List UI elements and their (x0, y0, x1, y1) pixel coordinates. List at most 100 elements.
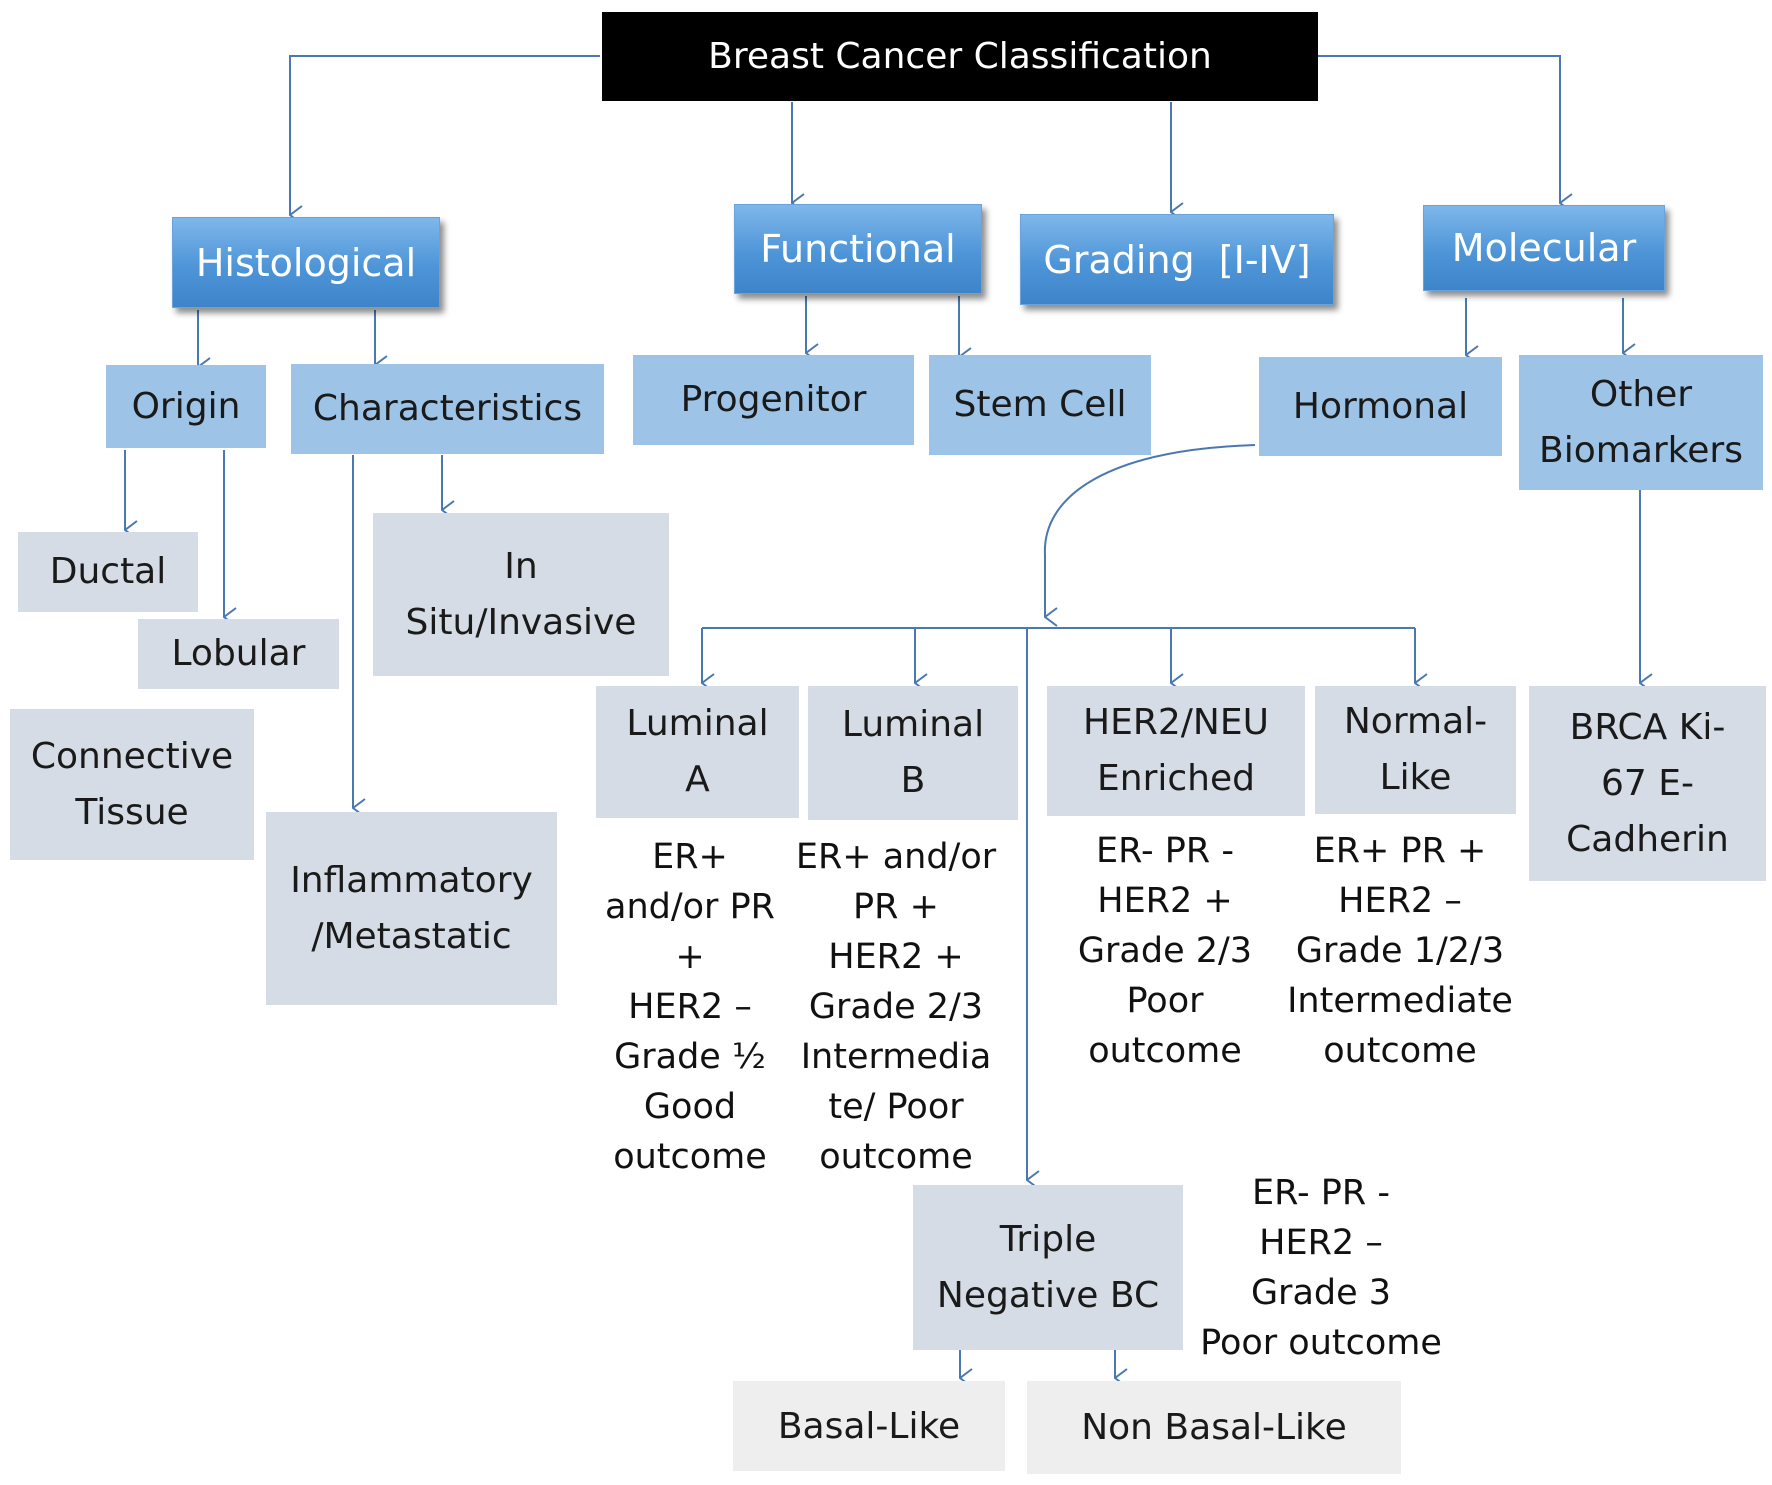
connector-hormonal-curve (1043, 444, 1256, 617)
category-functional-label: Functional (760, 227, 956, 271)
note-normal-like-line: ER+ PR + (1313, 831, 1487, 871)
box-normal-like: Normal- Like (1315, 686, 1516, 814)
lobular-label: Lobular (171, 633, 306, 674)
note-luminal-a-line: outcome (613, 1137, 767, 1177)
note-luminal-a-line: Good (643, 1087, 737, 1127)
brca-biomarkers-label: BRCA Ki- 67 E- Cadherin (1566, 700, 1729, 868)
category-grading: Grading [I-IV] (1020, 214, 1334, 305)
stem-cell-label: Stem Cell (953, 384, 1127, 425)
note-normal-like-line: Intermediate (1287, 981, 1513, 1021)
other-biomarkers-label: Other Biomarkers (1539, 367, 1743, 479)
note-normal-like-line: Grade 1/2/3 (1295, 931, 1505, 971)
box-luminal-b: Luminal B (808, 686, 1018, 820)
box-her2-neu: HER2/NEU Enriched (1047, 686, 1305, 816)
box-non-basal-like: Non Basal-Like (1027, 1381, 1401, 1474)
luminal-a-line-1: Luminal (626, 703, 769, 744)
luminal-a-line-2: A (685, 759, 710, 800)
brca-line-2: 67 E- (1600, 762, 1694, 804)
category-molecular: Molecular (1423, 205, 1665, 291)
box-connective-tissue: Connective Tissue (10, 709, 254, 860)
note-triple-negative-line: ER- PR - (1252, 1173, 1390, 1213)
diagram-title-text: Breast Cancer Classification (708, 36, 1212, 77)
note-her2-neu-line: outcome (1088, 1031, 1242, 1071)
normal-like-line-1: Normal- (1343, 701, 1488, 742)
box-origin: Origin (106, 365, 266, 448)
progenitor-label: Progenitor (680, 379, 867, 420)
other-biomarkers-line-1: Other (1589, 373, 1693, 415)
ductal-label: Ductal (49, 551, 167, 592)
connector-title-histological (289, 55, 600, 215)
note-luminal-b-line: outcome (819, 1137, 973, 1177)
note-normal-like-line: HER2 – (1338, 881, 1462, 921)
note-luminal-b: ER+ and/or PR + HER2 + Grade 2/3 Interme… (792, 832, 1000, 1182)
hormonal-label: Hormonal (1292, 385, 1469, 427)
note-luminal-b-line: Grade 2/3 (808, 987, 984, 1027)
box-inflammatory-metastatic: Inflammatory /Metastatic (266, 812, 557, 1005)
box-luminal-a: Luminal A (596, 686, 799, 818)
note-luminal-a-line: ER+ (652, 837, 728, 877)
category-histological-label: Histological (195, 240, 417, 285)
note-luminal-b-line: te/ Poor (828, 1087, 964, 1127)
box-progenitor: Progenitor (633, 355, 914, 445)
brca-line-1: BRCA Ki- (1569, 706, 1726, 748)
box-other-biomarkers: Other Biomarkers (1519, 355, 1763, 490)
note-triple-negative-line: Grade 3 (1250, 1273, 1392, 1313)
luminal-b-line-1: Luminal (841, 704, 985, 745)
other-biomarkers-line-2: Biomarkers (1539, 429, 1743, 471)
diagram-title: Breast Cancer Classification (602, 12, 1318, 101)
characteristics-label: Characteristics (312, 388, 583, 429)
connective-tissue-label: Connective Tissue (31, 729, 233, 841)
box-hormonal: Hormonal (1259, 357, 1502, 456)
category-functional: Functional (734, 204, 982, 294)
normal-like-label: Normal- Like (1344, 694, 1487, 806)
triple-negative-line-2: Negative BC (936, 1274, 1160, 1316)
note-her2-neu-line: ER- PR - (1096, 831, 1234, 871)
note-triple-negative: ER- PR - HER2 – Grade 3 Poor outcome (1196, 1168, 1446, 1368)
her2-neu-line-2: Enriched (1097, 758, 1255, 799)
box-characteristics: Characteristics (291, 364, 604, 454)
luminal-b-line-2: B (900, 760, 926, 801)
in-situ-invasive-line-2: Situ/Invasive (405, 601, 637, 643)
brca-line-3: Cadherin (1566, 818, 1729, 860)
luminal-a-label: Luminal A (626, 696, 768, 808)
triple-negative-line-1: Triple (999, 1218, 1097, 1260)
note-triple-negative-line: HER2 – (1259, 1223, 1383, 1263)
inflammatory-metastatic-label: Inflammatory /Metastatic (290, 853, 533, 965)
her2-neu-label: HER2/NEU Enriched (1083, 695, 1269, 807)
note-triple-negative-line: Poor outcome (1200, 1323, 1442, 1363)
box-basal-like: Basal-Like (733, 1381, 1005, 1471)
note-luminal-a-line: and/or PR (605, 887, 775, 927)
note-her2-neu: ER- PR - HER2 + Grade 2/3 Poor outcome (1060, 826, 1270, 1076)
note-her2-neu-line: Poor (1126, 981, 1204, 1021)
note-luminal-b-line: PR + (853, 887, 939, 927)
note-luminal-a-line: HER2 – (628, 987, 752, 1027)
note-luminal-b-line: Intermedia (800, 1037, 992, 1077)
note-normal-like: ER+ PR + HER2 – Grade 1/2/3 Intermediate… (1282, 826, 1518, 1076)
box-in-situ-invasive: In Situ/Invasive (373, 513, 669, 676)
box-brca-biomarkers: BRCA Ki- 67 E- Cadherin (1529, 686, 1766, 881)
box-lobular: Lobular (138, 619, 339, 689)
box-stem-cell: Stem Cell (929, 355, 1151, 455)
connector-title-molecular (1316, 55, 1560, 203)
category-grading-label: Grading [I-IV] (1043, 237, 1311, 282)
note-her2-neu-line: Grade 2/3 (1077, 931, 1253, 971)
box-ductal: Ductal (18, 532, 198, 612)
normal-like-line-2: Like (1379, 757, 1452, 798)
in-situ-invasive-line-1: In (504, 545, 538, 587)
basal-like-label: Basal-Like (777, 1405, 961, 1447)
in-situ-invasive-label: In Situ/Invasive (406, 539, 637, 651)
note-normal-like-line: outcome (1323, 1031, 1477, 1071)
note-luminal-b-line: ER+ and/or (795, 837, 997, 877)
box-triple-negative: Triple Negative BC (913, 1185, 1183, 1350)
her2-neu-line-1: HER2/NEU (1083, 702, 1269, 743)
inflammatory-metastatic-line-1: Inflammatory (290, 859, 533, 901)
note-luminal-b-line: HER2 + (828, 937, 964, 977)
inflammatory-metastatic-line-2: /Metastatic (311, 915, 512, 957)
luminal-b-label: Luminal B (842, 697, 984, 809)
non-basal-like-label: Non Basal-Like (1081, 1407, 1347, 1448)
note-luminal-a-line: + (675, 937, 705, 977)
note-her2-neu-line: HER2 + (1097, 881, 1233, 921)
connective-tissue-line-2: Tissue (75, 791, 189, 833)
